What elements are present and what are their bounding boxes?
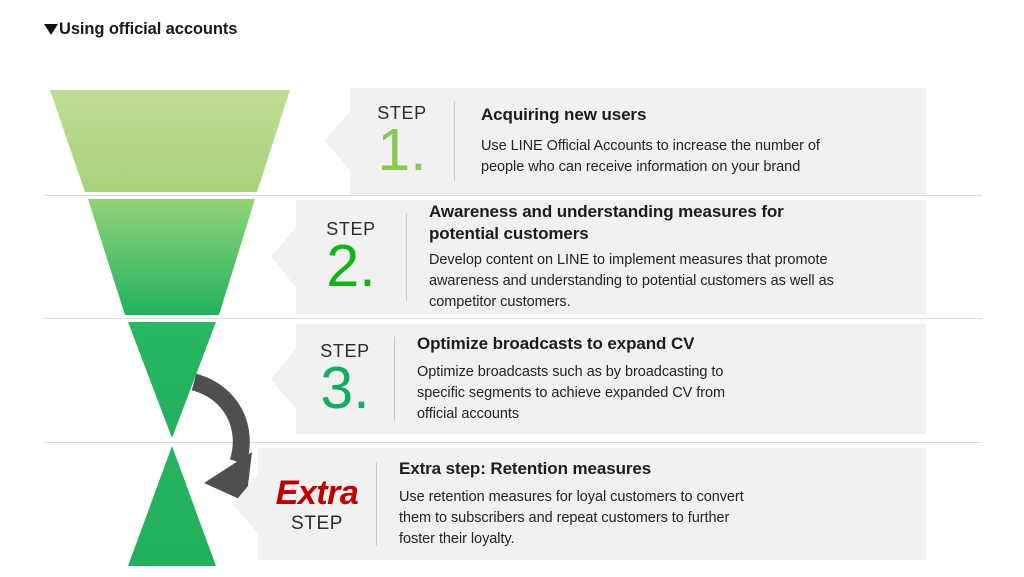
step-panel-3[interactable]: STEP 3. Optimize broadcasts to expand CV…: [271, 324, 926, 434]
funnel-segment-3: [128, 322, 216, 438]
panel-notch-icon: [233, 474, 258, 534]
step-2-word: STEP: [326, 218, 376, 239]
step-1-number: 1.: [377, 116, 427, 183]
step-2-body-line-2: awareness and understanding to potential…: [429, 273, 834, 290]
step-1-body: Use LINE Official Accounts to increase t…: [481, 136, 926, 178]
step-3-body-line-1: Optimize broadcasts such as by broadcast…: [417, 364, 724, 381]
step-2-body: Develop content on LINE to implement mea…: [429, 250, 926, 313]
step-3-body-line-2: specific segments to achieve expanded CV…: [417, 385, 726, 402]
step-panel-1[interactable]: STEP 1. Acquiring new users Use LINE Off…: [325, 88, 926, 194]
step-1-body-line-2: people who can receive information on yo…: [481, 158, 801, 175]
step-2-body-line-3: competitor customers.: [429, 294, 571, 311]
step-3-body: Optimize broadcasts such as by broadcast…: [417, 362, 926, 425]
step-1-word: STEP: [377, 102, 427, 123]
step-2-headline-line-2: potential customers: [429, 224, 589, 244]
step-extra-headline: Extra step: Retention measures: [399, 459, 652, 478]
step-2-headline-line-1: Awareness and understanding measures for: [429, 201, 784, 221]
step-extra-marker: Extra STEP: [258, 448, 376, 560]
step-2-separator: [406, 213, 407, 301]
row-divider-3: [44, 442, 982, 443]
step-3-word: STEP: [320, 340, 370, 361]
step-3-body-line-3: official accounts: [417, 406, 520, 423]
panel-notch-icon: [325, 111, 350, 171]
triangle-marker-icon: [44, 24, 58, 35]
row-divider-1: [44, 195, 982, 196]
step-extra-separator: [376, 462, 377, 546]
step-2-headline: Awareness and understanding measures for…: [429, 201, 926, 247]
step-2-number: 2.: [326, 232, 376, 299]
step-2-marker: STEP 2.: [296, 200, 406, 314]
step-panel-2[interactable]: STEP 2. Awareness and understanding meas…: [271, 200, 926, 314]
step-extra-body-line-3: foster their loyalty.: [399, 530, 515, 547]
funnel-segment-4: [128, 446, 216, 566]
step-1-headline: Acquiring new users: [481, 105, 647, 125]
step-extra-word: STEP: [290, 512, 344, 534]
step-2-body-line-1: Develop content on LINE to implement mea…: [429, 252, 828, 269]
step-panel-extra[interactable]: Extra STEP Extra step: Retention measure…: [233, 448, 926, 560]
funnel-segment-1: [50, 90, 290, 192]
step-3-headline: Optimize broadcasts to expand CV: [417, 333, 695, 353]
step-extra-body-line-2: them to subscribers and repeat customers…: [399, 509, 730, 526]
panel-notch-icon: [271, 349, 296, 409]
step-extra-label: Extra: [275, 473, 359, 512]
page-title: Using official accounts: [44, 20, 237, 39]
funnel-segment-2: [88, 199, 255, 315]
panel-notch-icon: [271, 227, 296, 287]
step-extra-body: Use retention measures for loyal custome…: [399, 487, 926, 550]
step-1-marker: STEP 1.: [350, 88, 454, 194]
row-divider-2: [44, 318, 982, 319]
page-title-text: Using official accounts: [59, 20, 238, 38]
step-3-marker: STEP 3.: [296, 324, 394, 434]
step-1-separator: [454, 101, 455, 181]
step-1-body-line-1: Use LINE Official Accounts to increase t…: [481, 137, 820, 154]
step-extra-body-line-1: Use retention measures for loyal custome…: [399, 488, 744, 505]
step-3-number: 3.: [320, 354, 370, 421]
step-3-separator: [394, 337, 395, 421]
